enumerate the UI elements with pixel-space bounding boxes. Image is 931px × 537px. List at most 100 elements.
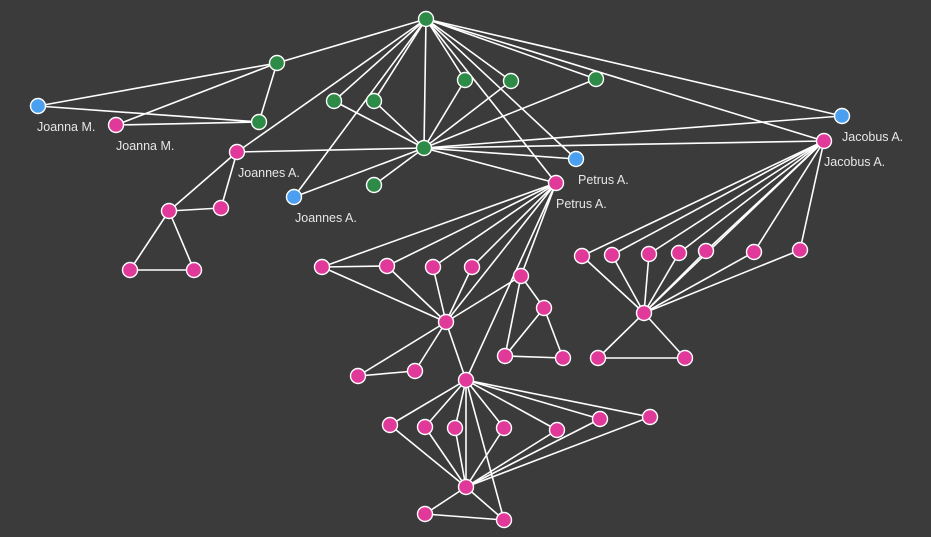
edge-pJacobus-pR4 — [678, 140, 825, 254]
edge-gMid-g6 — [373, 147, 425, 186]
node-pB3[interactable] — [446, 419, 464, 437]
node-pC1[interactable] — [313, 258, 331, 276]
node-g1[interactable] — [325, 92, 343, 110]
edge-pCH-pC5 — [357, 321, 447, 377]
edge-pC4-pCH — [445, 266, 473, 323]
node-g3[interactable] — [456, 71, 474, 89]
node-pT2[interactable] — [535, 299, 553, 317]
edge-pRH-pR2 — [611, 254, 645, 314]
edge-gMid-pJacobus — [423, 140, 825, 149]
label-petrus-blue: Petrus A. — [578, 173, 629, 187]
node-pR5[interactable] — [697, 242, 715, 260]
node-pB7[interactable] — [641, 408, 659, 426]
node-pJacobus[interactable] — [815, 132, 833, 150]
edge-pPetrus-pC3 — [432, 182, 557, 268]
node-g5[interactable] — [587, 70, 605, 88]
edge-gTop-g2 — [373, 18, 427, 102]
edge-gA-gB — [258, 62, 278, 123]
node-g2[interactable] — [365, 92, 383, 110]
edge-pPetrus-pT1 — [520, 182, 557, 277]
edge-pJacobus-pR1 — [581, 140, 825, 257]
node-pC3[interactable] — [424, 258, 442, 276]
node-pBH[interactable] — [457, 478, 475, 496]
label-jacobus-blue: Jacobus A. — [842, 130, 903, 144]
node-pJoannes[interactable] — [228, 143, 246, 161]
edge-pRH-pR8 — [597, 312, 645, 359]
node-pR4[interactable] — [670, 244, 688, 262]
edge-pB8-pB9 — [424, 513, 505, 521]
node-gB[interactable] — [250, 113, 268, 131]
edge-pRH-pR3 — [643, 253, 650, 314]
node-pJoanna[interactable] — [107, 116, 125, 134]
node-pT3[interactable] — [496, 347, 514, 365]
node-pB9[interactable] — [495, 511, 513, 529]
node-pB4[interactable] — [495, 419, 513, 437]
node-bJoannes[interactable] — [285, 188, 303, 206]
edge-gTop-gA — [276, 18, 427, 64]
edge-pBH-pB4 — [465, 427, 505, 488]
edge-pBtop-pB3 — [454, 379, 467, 429]
node-bJacobus[interactable] — [833, 107, 851, 125]
edge-gTop-bJacobus — [425, 18, 843, 117]
edge-pJacobus-pRH — [643, 140, 825, 314]
node-pC6[interactable] — [406, 362, 424, 380]
edge-pBH-pB1 — [389, 424, 467, 488]
node-pRH[interactable] — [635, 304, 653, 322]
node-g6[interactable] — [365, 176, 383, 194]
edge-gTop-g1 — [333, 18, 427, 102]
node-bJoanna[interactable] — [29, 97, 47, 115]
node-pT1[interactable] — [512, 267, 530, 285]
edge-pRH-pR1 — [581, 255, 645, 314]
label-joanna-pink: Joanna M. — [116, 139, 174, 153]
edge-pJacobus-pR3 — [648, 140, 825, 255]
node-pB2[interactable] — [416, 418, 434, 436]
edge-pJacobus-pR6 — [753, 140, 825, 253]
node-pC5[interactable] — [349, 367, 367, 385]
node-gMid[interactable] — [415, 139, 433, 157]
node-pL2[interactable] — [212, 199, 230, 217]
node-pL4[interactable] — [185, 261, 203, 279]
edge-pJoanna-gB — [115, 121, 260, 126]
edge-pRH-pR9 — [643, 312, 686, 359]
edge-pT2-pT3 — [504, 307, 545, 357]
node-pC2[interactable] — [378, 257, 396, 275]
edge-pBtop-pB5 — [465, 379, 558, 431]
edge-gTop-g5 — [425, 18, 597, 80]
node-pR1[interactable] — [573, 247, 591, 265]
edge-gMid-pJoannes — [236, 147, 425, 153]
edge-pRH-pR6 — [643, 251, 755, 314]
node-pB8[interactable] — [416, 505, 434, 523]
node-pT4[interactable] — [554, 349, 572, 367]
edge-gMid-bJacobus — [423, 115, 843, 149]
node-pB6[interactable] — [591, 410, 609, 428]
node-pBtop[interactable] — [457, 371, 475, 389]
node-pR7[interactable] — [791, 241, 809, 259]
node-pCH[interactable] — [437, 313, 455, 331]
edge-pJoannes-pL1 — [168, 151, 238, 212]
node-gTop[interactable] — [417, 10, 435, 28]
edge-pBtop-pB2 — [424, 379, 467, 428]
node-pR8[interactable] — [589, 349, 607, 367]
edge-gMid-g2 — [373, 100, 425, 149]
node-bPetrus[interactable] — [567, 150, 585, 168]
node-pC4[interactable] — [463, 258, 481, 276]
edge-gMid-bPetrus — [423, 147, 577, 160]
node-pL3[interactable] — [121, 261, 139, 279]
node-pR3[interactable] — [640, 245, 658, 263]
node-pB1[interactable] — [381, 416, 399, 434]
label-joannes-blue: Joannes A. — [295, 211, 357, 225]
node-gA[interactable] — [268, 54, 286, 72]
edge-pC1-pCH — [321, 266, 447, 323]
node-pR2[interactable] — [603, 246, 621, 264]
edge-pJoannes-pL2 — [220, 151, 238, 209]
edge-pRH-pR7 — [643, 249, 801, 314]
edge-gMid-bJoannes — [293, 147, 425, 198]
node-pB5[interactable] — [548, 421, 566, 439]
node-pR9[interactable] — [676, 349, 694, 367]
node-g4[interactable] — [502, 72, 520, 90]
node-pPetrus[interactable] — [547, 174, 565, 192]
edge-pBH-pB7 — [465, 416, 651, 488]
node-pR6[interactable] — [745, 243, 763, 261]
graph-nodes — [29, 10, 851, 529]
node-pL1[interactable] — [160, 202, 178, 220]
